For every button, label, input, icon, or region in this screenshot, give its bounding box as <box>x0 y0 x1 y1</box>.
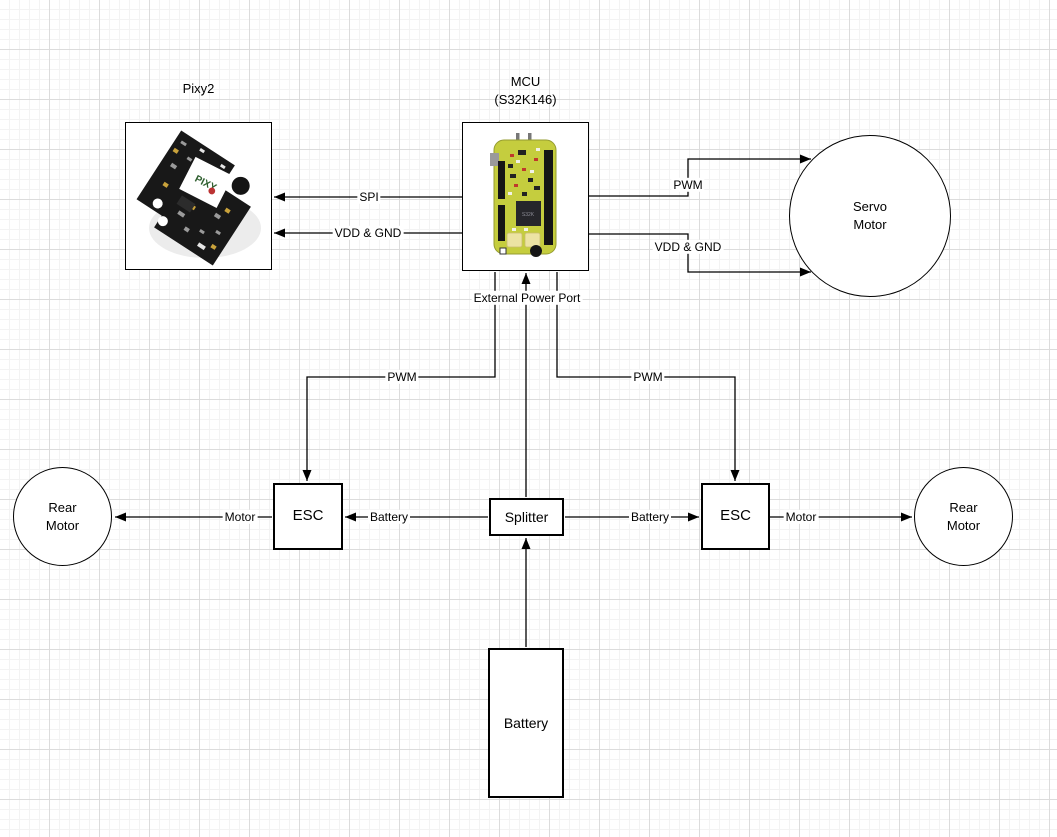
svg-text:S32K: S32K <box>522 212 535 218</box>
rear-motor-right-node: Rear Motor <box>914 467 1013 566</box>
mcu-title: MCU (S32K146) <box>494 74 557 107</box>
servo-motor-node: Servo Motor <box>789 135 951 297</box>
pwm-esc-right-edge-label: PWM <box>631 369 665 385</box>
motor-left-edge-label: Motor <box>222 509 258 525</box>
edge-pwm-servo <box>589 154 811 197</box>
battery-esc-right-edge-label: Battery <box>628 509 672 525</box>
pwm-servo-edge-label: PWM <box>671 177 705 193</box>
servo-motor-label: Servo Motor <box>853 199 887 232</box>
vdd-gnd-pixy2-edge-label: VDD & GND <box>332 225 404 241</box>
pixy2-title: Pixy2 <box>182 81 215 96</box>
vdd-gnd-servo-edge-label: VDD & GND <box>652 239 724 255</box>
rear-motor-right-label: Rear Motor <box>946 499 981 533</box>
esc-left-label: ESC <box>292 507 324 525</box>
splitter-node: Splitter <box>489 498 564 536</box>
mcu-board-image: S32K <box>490 133 557 257</box>
mcu-node: S32K <box>462 122 589 271</box>
rear-motor-left-label: Rear Motor <box>45 499 80 533</box>
spi-edge-label: SPI <box>357 189 381 205</box>
battery-label: Battery <box>503 714 549 731</box>
external-power-port-edge-label: External Power Port <box>471 290 583 306</box>
rear-motor-left-node: Rear Motor <box>13 467 112 566</box>
esc-right-label: ESC <box>720 507 751 525</box>
esc-left-node: ESC <box>273 483 343 550</box>
pixy2-node: PIXY <box>125 122 272 270</box>
battery-node: Battery <box>488 648 564 798</box>
splitter-label: Splitter <box>504 508 549 525</box>
esc-right-node: ESC <box>701 483 770 550</box>
pwm-esc-left-edge-label: PWM <box>385 369 419 385</box>
pixy2-board-image: PIXY <box>136 130 261 265</box>
battery-esc-left-edge-label: Battery <box>367 509 411 525</box>
motor-right-edge-label: Motor <box>783 509 819 525</box>
